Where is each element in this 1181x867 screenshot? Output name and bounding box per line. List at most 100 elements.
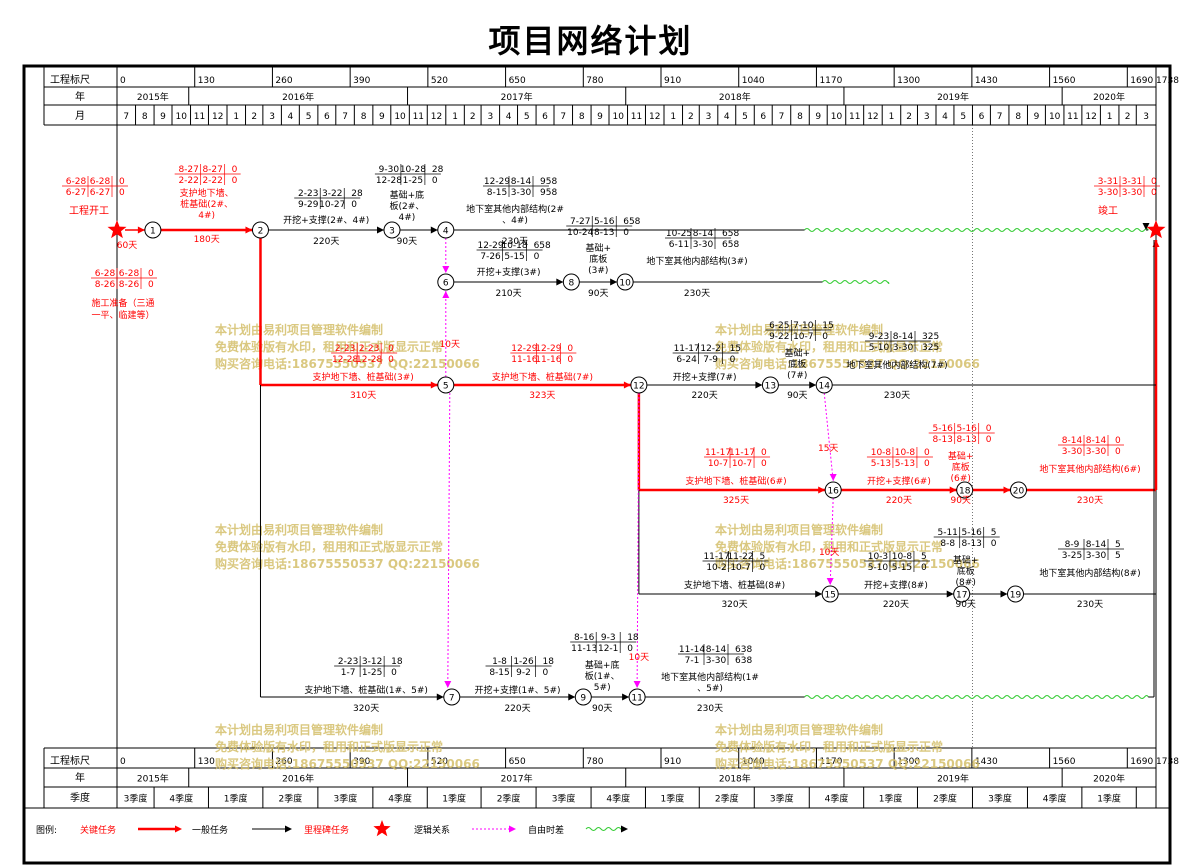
watermark-text: 购买咨询电话:18675550537 QQ:22150066	[715, 756, 980, 771]
milestone-name: 竣工	[1098, 204, 1118, 217]
task-2-float: 28	[351, 189, 363, 199]
task-5-date: 7-26	[480, 252, 501, 262]
watermark-text: 免费体验版有水印，租用和正式版显示正常	[715, 339, 943, 354]
month-label: 6	[324, 112, 330, 122]
task-0-date: 6-28	[95, 269, 116, 279]
month-label: 10	[394, 112, 406, 122]
task-10-date: 11-17	[674, 344, 700, 354]
task-1-date: 8-27	[202, 165, 222, 175]
task-1-date: 2-22	[178, 176, 198, 186]
normal-arrow-head	[622, 693, 630, 701]
task-11-float: 15	[822, 321, 833, 331]
month-label: 3	[706, 112, 712, 122]
legend-logic-label: 逻辑关系	[414, 824, 450, 836]
task-3-float: 0	[432, 176, 438, 186]
task-17-float: 5	[760, 552, 766, 562]
task-3-date: 12-28	[376, 176, 402, 186]
task-17-date: 10-2	[706, 563, 726, 573]
task-name: 开挖+支撑(6#)	[867, 475, 931, 487]
task-5-date: 12-29	[477, 241, 503, 251]
task-19-date: 8-8	[940, 539, 955, 549]
task-16-date: 3-30	[1062, 447, 1083, 457]
scale-tick-label: 520	[431, 76, 448, 86]
task-7-date: 6-11	[669, 240, 689, 250]
task-16-float: 0	[1115, 436, 1121, 446]
node-circle	[437, 221, 455, 239]
watermark-text: 免费体验版有水印，租用和正式版显示正常	[215, 739, 443, 754]
normal-arrow-head	[809, 381, 817, 389]
month-label: 1	[1107, 112, 1113, 122]
task-18-date: 5-10	[868, 563, 889, 573]
task-2-date: 9-29	[298, 200, 319, 210]
task-14-float: 0	[924, 459, 930, 469]
scale-tick-label: 1170	[819, 76, 842, 86]
legend-label: 图例:	[36, 824, 57, 836]
node-number: 13	[765, 382, 776, 392]
month-label: 8	[797, 112, 803, 122]
task-duration: 220天	[504, 704, 530, 714]
scale-row-label: 工程标尺	[50, 755, 90, 767]
task-7-date: 10-25	[666, 229, 692, 239]
quarter-label: 1季度	[442, 793, 466, 805]
task-duration: 210天	[495, 289, 521, 299]
quarter-label: 1季度	[661, 793, 685, 805]
quarter-label: 2季度	[278, 793, 302, 805]
month-label: 4	[506, 112, 512, 122]
task-name: 底板	[589, 253, 607, 265]
page-title: 项目网络计划	[488, 22, 693, 60]
task-duration: 230天	[684, 289, 710, 299]
task-18-date: 10-3	[868, 552, 888, 562]
logic-arrow	[823, 392, 834, 482]
task-name: 地下室其他内部结构(7#)	[846, 359, 947, 371]
task-name: 、5#)	[697, 684, 723, 694]
task-10-float: 0	[730, 355, 736, 365]
task-8-date: 2-23	[359, 344, 379, 354]
task-name: 桩基础(2#、	[180, 198, 233, 210]
task-name: (3#)	[588, 266, 608, 276]
month-label: 7	[997, 112, 1003, 122]
task-22-float: 18	[543, 657, 555, 667]
year-label: 2015年	[137, 773, 169, 785]
watermark-text: 购买咨询电话:18675550537 QQ:22150066	[215, 556, 480, 571]
task-15-date: 5-16	[956, 424, 977, 434]
node-circle	[821, 585, 839, 603]
month-label: 2	[688, 112, 694, 122]
node-circle	[144, 221, 162, 239]
task-10-date: 12-2	[700, 344, 720, 354]
year-label: 2020年	[1093, 91, 1125, 103]
task-12-date: 9-23	[869, 332, 889, 342]
task-name: 开挖+支撑(1#、5#)	[474, 684, 560, 696]
milestone-end-float: 0	[1151, 188, 1157, 198]
task-duration: 90天	[397, 237, 417, 247]
scale-tick-label: 1430	[975, 76, 998, 86]
normal-arrow-head	[1142, 223, 1150, 230]
task-18-date: 10-8	[892, 552, 913, 562]
task-duration: 325天	[723, 496, 749, 506]
task-18-date: 5-15	[892, 563, 912, 573]
task-name: 4#)	[198, 211, 215, 221]
watermark-text: 本计划由易利项目管理软件编制	[215, 722, 383, 737]
task-11-float: 0	[822, 332, 828, 342]
task-21-float: 0	[391, 668, 397, 678]
node-number: 12	[633, 382, 644, 392]
month-label: 12	[431, 112, 442, 122]
month-label: 12	[867, 112, 878, 122]
node-circle	[443, 688, 461, 706]
task-name: 5#)	[594, 683, 611, 693]
month-label: 12	[212, 112, 223, 122]
task-duration: 230天	[502, 237, 528, 247]
free-float-label: 10天	[819, 548, 839, 558]
task-duration: 220天	[883, 600, 909, 610]
task-duration: 320天	[721, 600, 747, 610]
task-22-date: 1-8	[492, 657, 507, 667]
legend-logic-head	[509, 825, 516, 833]
free-float-label: 10天	[440, 340, 460, 350]
year-label: 2017年	[501, 91, 533, 103]
task-2-float: 0	[351, 200, 357, 210]
task-name: 地下室其他内部结构(1#	[661, 671, 759, 683]
task-2-date: 3-22	[322, 189, 342, 199]
milestone-end-date: 3-31	[1122, 177, 1142, 187]
month-label: 10	[1049, 112, 1061, 122]
watermark-text: 本计划由易利项目管理软件编制	[215, 522, 383, 537]
task-name: 支护地下墙、桩基础(8#)	[684, 579, 785, 591]
